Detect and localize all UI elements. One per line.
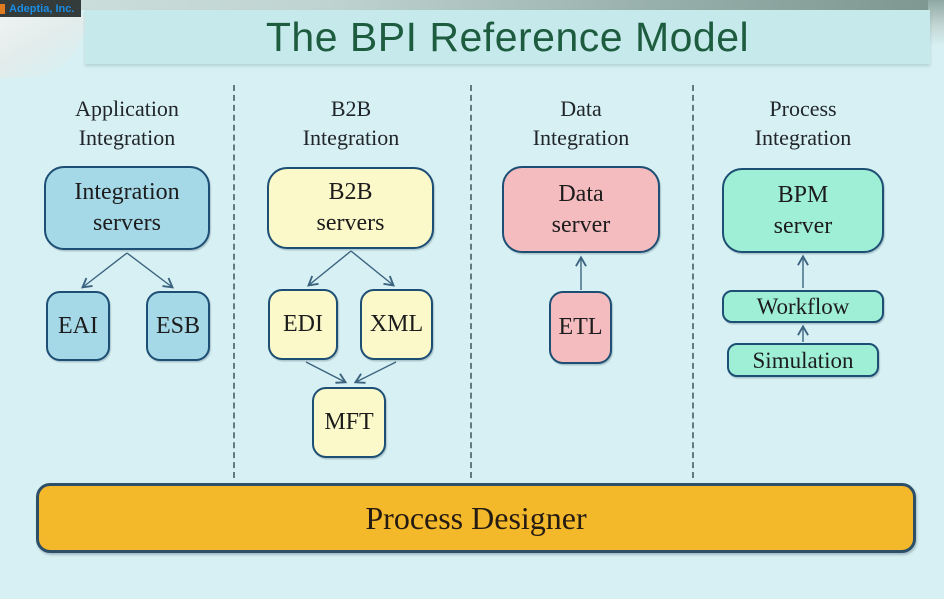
process-designer-bar: Process Designer xyxy=(36,483,916,553)
header-line: Process xyxy=(769,96,837,121)
top-left-corner-gradient xyxy=(0,16,86,78)
bpm-server-box: BPM server xyxy=(722,168,884,253)
esb-box: ESB xyxy=(146,291,210,361)
box-label: Workflow xyxy=(756,294,850,319)
b2b-servers-box: B2B servers xyxy=(267,167,434,249)
box-label: EDI xyxy=(283,311,323,337)
arrow-b2b-servers-to-edi xyxy=(307,250,352,287)
integration-servers-box: Integration servers xyxy=(44,166,210,250)
box-label: XML xyxy=(369,311,424,337)
slide-top-edge xyxy=(0,0,944,10)
header-line: Data xyxy=(560,96,602,121)
box-label: ETL xyxy=(558,314,603,340)
column-header-process-integration: Process Integration xyxy=(703,94,903,152)
box-label: Simulation xyxy=(752,347,854,373)
column-header-data-integration: Data Integration xyxy=(481,94,681,152)
top-right-corner-gradient xyxy=(928,0,944,46)
column-divider-3 xyxy=(692,85,694,478)
box-label: ESB xyxy=(155,312,200,339)
edi-box: EDI xyxy=(268,289,338,360)
eai-box: EAI xyxy=(46,291,110,361)
box-label: Data xyxy=(558,180,604,207)
header-line: Integration xyxy=(754,125,852,150)
box-label: EAI xyxy=(58,312,98,339)
header-line: Integration xyxy=(532,125,630,150)
box-label: server xyxy=(773,212,833,239)
watermark-badge: Adeptia, Inc. xyxy=(0,0,82,17)
column-header-application-integration: Application Integration xyxy=(27,94,227,152)
watermark-text: Adeptia, Inc. xyxy=(9,2,75,15)
header-line: B2B xyxy=(330,96,372,121)
column-divider-1 xyxy=(233,85,235,478)
column-divider-2 xyxy=(470,85,472,478)
arrow-integration-servers-to-eai xyxy=(80,252,128,289)
box-label: servers xyxy=(316,210,385,236)
etl-box: ETL xyxy=(549,291,612,364)
box-label: servers xyxy=(93,210,161,236)
mft-box: MFT xyxy=(312,387,386,458)
box-label: Integration xyxy=(74,179,180,205)
data-server-box: Data server xyxy=(502,166,660,253)
column-header-b2b-integration: B2B Integration xyxy=(251,94,451,152)
header-line: Integration xyxy=(78,125,176,150)
arrow-integration-servers-to-esb xyxy=(126,252,175,289)
simulation-box: Simulation xyxy=(727,343,879,377)
header-line: Application xyxy=(75,96,179,121)
box-label: BPM xyxy=(777,181,829,208)
box-label: B2B xyxy=(328,179,373,205)
arrow-edi-to-mft xyxy=(305,361,348,384)
box-label: MFT xyxy=(324,409,374,435)
xml-box: XML xyxy=(360,289,433,360)
arrow-xml-to-mft xyxy=(353,361,397,384)
page-title: The BPI Reference Model xyxy=(265,13,750,60)
watermark-logo-icon xyxy=(0,3,5,14)
arrow-b2b-servers-to-xml xyxy=(350,250,395,287)
process-designer-label: Process Designer xyxy=(365,499,587,536)
box-label: server xyxy=(551,211,611,238)
header-line: Integration xyxy=(302,125,400,150)
workflow-box: Workflow xyxy=(722,290,884,323)
title-band: The BPI Reference Model xyxy=(85,10,930,64)
